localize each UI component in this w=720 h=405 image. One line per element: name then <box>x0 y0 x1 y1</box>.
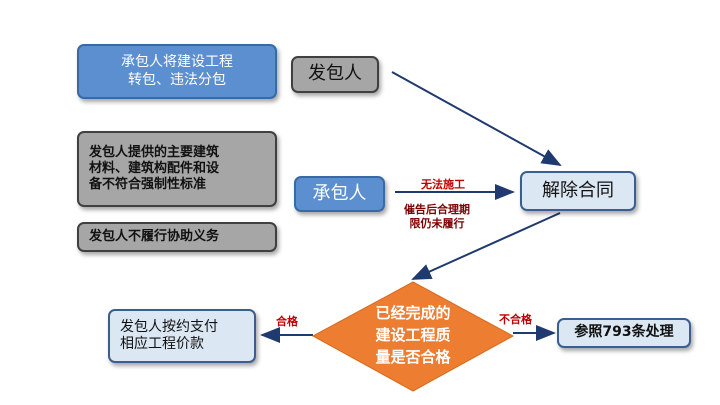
contractor-box: 承包人 <box>294 176 385 212</box>
label-no-construct: 无法施工 <box>421 178 465 191</box>
arrow-employer-to-terminate <box>391 71 562 166</box>
materials-box: 发包人提供的主要建筑 材料、建筑构配件和设 备不符合强制性标准 <box>77 131 277 207</box>
pay-text: 发包人按约支付 相应工程价款 <box>120 318 218 353</box>
subcontract-box: 承包人将建设工程 转包、违法分包 <box>77 44 277 99</box>
refer-text: 参照793条处理 <box>574 324 674 341</box>
arrow-terminate-to-decision <box>411 212 561 280</box>
employer-box: 发包人 <box>291 56 379 93</box>
terminate-box: 解除合同 <box>520 171 636 211</box>
label-unqualified: 不合格 <box>499 313 532 326</box>
decision-diamond <box>311 281 515 392</box>
contractor-text: 承包人 <box>312 182 367 204</box>
decision-text: 已经完成的 建设工程质 量是否合格 <box>375 304 451 366</box>
terminate-text: 解除合同 <box>542 179 614 201</box>
no-assist-text: 发包人不履行协助义务 <box>89 228 220 244</box>
pay-box: 发包人按约支付 相应工程价款 <box>108 309 256 363</box>
no-assist-box: 发包人不履行协助义务 <box>77 222 277 252</box>
refer-box: 参照793条处理 <box>557 318 691 348</box>
label-overdue: 催告后合理期 限仍未履行 <box>404 203 470 231</box>
materials-text: 发包人提供的主要建筑 材料、建筑构配件和设 备不符合强制性标准 <box>89 144 220 193</box>
subcontract-text: 承包人将建设工程 转包、违法分包 <box>121 54 233 88</box>
employer-text: 发包人 <box>308 63 362 85</box>
label-qualified: 合格 <box>276 315 298 328</box>
